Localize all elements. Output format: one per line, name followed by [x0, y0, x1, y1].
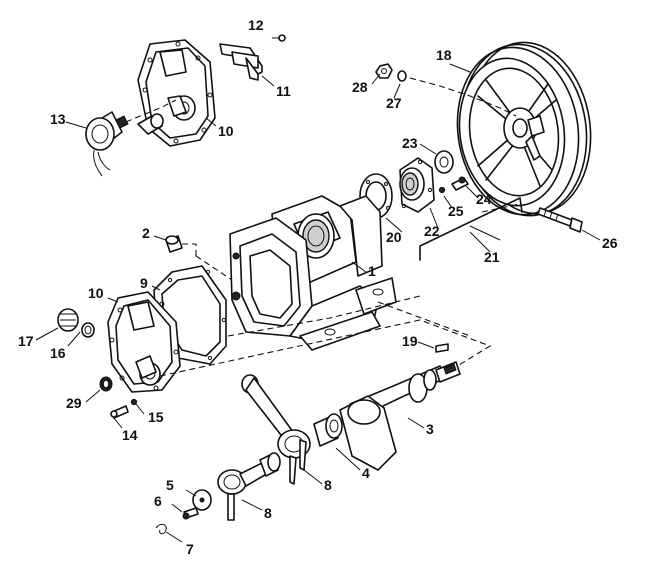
shaft-collar: [434, 150, 454, 174]
bearing-insert: [313, 413, 343, 447]
callout-labels: 1 2 3 4 5 6 7 8 8 9 10 10 11 12 13 14 15…: [18, 17, 618, 557]
callout-13: 13: [50, 111, 66, 127]
retaining-clip: [155, 523, 167, 535]
callout-17: 17: [18, 333, 34, 349]
callout-4: 4: [362, 465, 370, 481]
connecting-rod-lower: [217, 461, 271, 521]
callout-11: 11: [276, 83, 291, 99]
breather-cap: [57, 308, 79, 332]
callout-20: 20: [386, 229, 402, 245]
callout-15: 15: [148, 409, 164, 425]
callout-8-upper: 8: [324, 477, 332, 493]
callout-7: 7: [186, 541, 194, 557]
drain-fitting: [99, 376, 113, 392]
callout-24: 24: [476, 191, 492, 207]
callout-8-lower: 8: [264, 505, 272, 521]
callout-12: 12: [248, 17, 264, 33]
rod-bushing: [259, 452, 281, 477]
callout-10-lower: 10: [88, 285, 104, 301]
side-bearing-cover: [107, 291, 181, 393]
callout-1: 1: [368, 263, 376, 279]
callout-19: 19: [402, 333, 418, 349]
leader-lines: [35, 37, 601, 543]
oil-plug: [165, 235, 183, 253]
callout-28: 28: [352, 79, 368, 95]
pulley-washer: [397, 70, 407, 82]
callout-21: 21: [484, 249, 500, 265]
callout-22: 22: [424, 223, 440, 239]
housing-washer: [438, 186, 446, 194]
callout-5: 5: [166, 477, 174, 493]
callout-25: 25: [448, 203, 464, 219]
flywheel-pulley: [456, 41, 592, 217]
cover-screw: [110, 405, 129, 419]
rod-end-washer: [192, 489, 212, 511]
crankshaft: [339, 361, 461, 471]
mounting-bracket: [219, 43, 263, 81]
callout-18: 18: [436, 47, 452, 63]
callout-14: 14: [122, 427, 138, 443]
rod-end-screw: [182, 507, 199, 520]
callout-9: 9: [140, 275, 148, 291]
cover-washer: [130, 398, 138, 406]
callout-3: 3: [426, 421, 434, 437]
callout-6: 6: [154, 493, 162, 509]
callout-16: 16: [50, 345, 66, 361]
connecting-rod-upper: [241, 374, 311, 485]
callout-23: 23: [402, 135, 418, 151]
callout-26: 26: [602, 235, 618, 251]
housing-screw: [451, 176, 469, 191]
switch-unit: [85, 111, 129, 177]
cap-seal-ring: [81, 322, 95, 338]
shaft-key: [435, 343, 449, 353]
pulley-bolt: [537, 207, 583, 233]
callout-2: 2: [142, 225, 150, 241]
top-spacer-tube: [137, 113, 164, 135]
bearing-housing: [399, 157, 435, 213]
callout-29: 29: [66, 395, 82, 411]
crankcase: [229, 195, 397, 351]
callout-10-upper: 10: [218, 123, 234, 139]
callout-27: 27: [386, 95, 402, 111]
